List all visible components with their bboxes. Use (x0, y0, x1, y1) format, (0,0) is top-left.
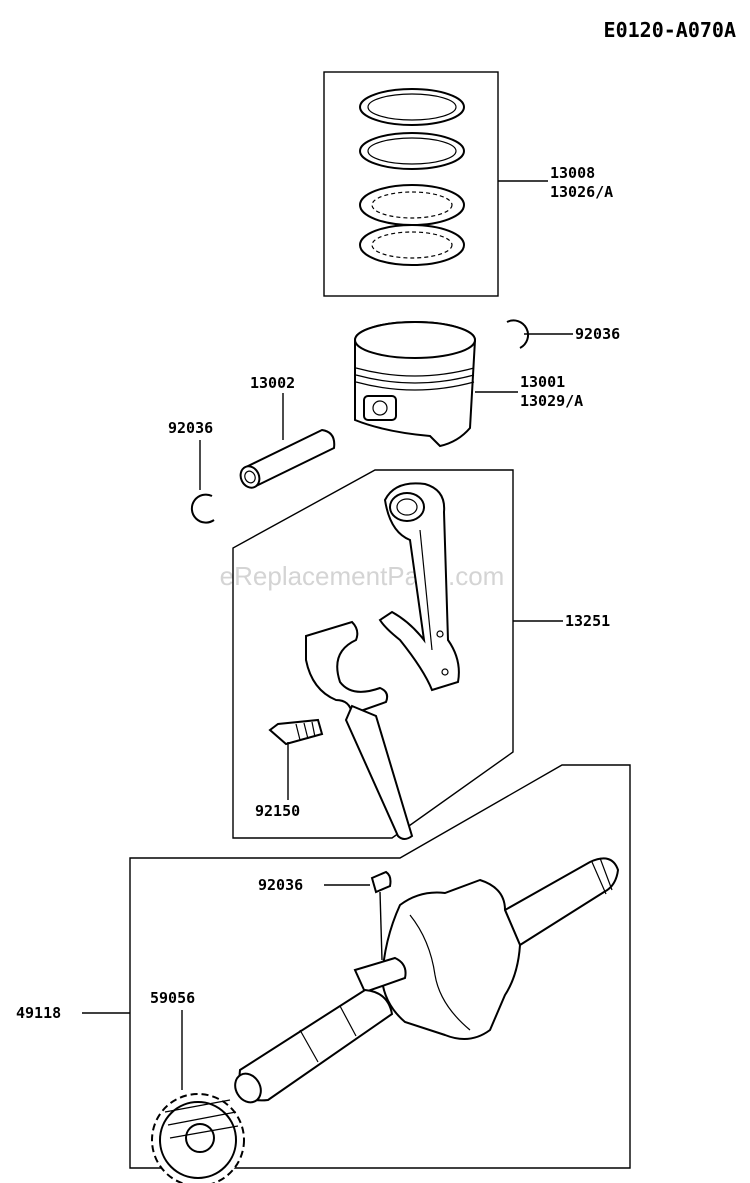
callout-ring-set-b: 13026/A (550, 183, 613, 201)
circlip-right[interactable] (506, 319, 530, 349)
callout-gear: 59056 (150, 989, 195, 1007)
crankshaft[interactable] (230, 857, 620, 1107)
rod-bolt[interactable] (268, 718, 324, 746)
circlip-left[interactable] (190, 493, 215, 524)
callout-crank-key: 92036 (258, 876, 303, 894)
diagram-code: E0120-A070A (604, 18, 736, 42)
callout-piston-b: 13029/A (520, 392, 583, 410)
piston-ring-set[interactable] (323, 71, 499, 297)
callout-clip-left: 92036 (168, 419, 213, 437)
crank-key[interactable] (370, 870, 392, 894)
piston-pin[interactable] (237, 428, 336, 491)
callout-piston-a: 13001 (520, 373, 565, 391)
callout-rod-bolt: 92150 (255, 802, 300, 820)
callout-connecting-rod: 13251 (565, 612, 610, 630)
rod-cap[interactable] (305, 620, 414, 840)
watermark: eReplacementParts.com (220, 561, 505, 591)
callout-ring-set-a: 13008 (550, 164, 595, 182)
callout-clip-right: 92036 (575, 325, 620, 343)
callout-pin: 13002 (250, 374, 295, 392)
timing-gear[interactable] (151, 1093, 245, 1183)
piston[interactable] (354, 321, 476, 448)
connecting-rod[interactable] (378, 482, 460, 692)
callout-crankshaft: 49118 (16, 1004, 61, 1022)
